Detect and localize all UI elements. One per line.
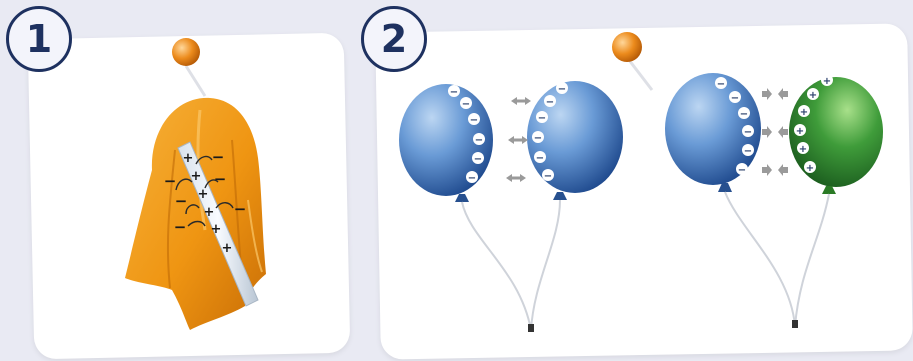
balloon-left-1 <box>399 84 493 202</box>
positive-sign: + <box>191 169 202 184</box>
negative-sign: − <box>546 97 554 108</box>
electron-transfer-arrows <box>175 155 234 227</box>
double-arrow-icon <box>506 97 531 182</box>
glass-rod <box>177 141 259 307</box>
positive-sign: + <box>809 90 817 101</box>
step-number: 2 <box>380 17 408 61</box>
rod-positive-charges: + + + + + + <box>183 151 233 256</box>
positive-sign: + <box>799 144 807 155</box>
positive-sign: + <box>800 107 808 118</box>
negative-sign: − <box>212 148 225 166</box>
negative-sign: − <box>538 113 546 124</box>
step-number: 1 <box>25 17 53 61</box>
negative-sign: − <box>536 153 544 164</box>
positive-sign: + <box>211 222 222 237</box>
negative-sign: − <box>474 154 482 165</box>
negative-sign: − <box>738 165 746 176</box>
negative-sign: − <box>462 99 470 110</box>
string-knot <box>792 320 798 328</box>
pushpin-icon <box>612 32 654 91</box>
step-number-badge-2: 2 <box>361 6 427 72</box>
orange-cloth <box>125 97 266 330</box>
cloth-negative-charges: − − − − − − <box>164 148 247 236</box>
balloon-left-2 <box>527 81 623 200</box>
negative-sign: − <box>534 133 542 144</box>
negative-sign: − <box>717 79 725 90</box>
converging-arrow-icon <box>762 88 788 176</box>
negative-sign: − <box>175 192 188 210</box>
positive-sign: + <box>198 187 209 202</box>
negative-sign: − <box>470 115 478 126</box>
negative-sign: − <box>475 135 483 146</box>
negative-sign: − <box>468 173 476 184</box>
pushpin-icon <box>172 38 207 97</box>
balloon-strings <box>461 191 830 331</box>
positive-sign: + <box>796 126 804 137</box>
negative-sign: − <box>214 170 227 188</box>
negative-sign: − <box>234 200 247 218</box>
balloon-right-green <box>789 77 883 194</box>
negative-charge-badges: − − − − − − − − − − − − − − − − − − <box>448 77 754 184</box>
negative-sign: − <box>731 93 739 104</box>
positive-sign: + <box>183 151 194 166</box>
negative-sign: − <box>450 87 458 98</box>
positive-sign: + <box>823 76 831 87</box>
positive-sign: + <box>806 163 814 174</box>
positive-sign: + <box>222 241 233 256</box>
string-knot <box>528 324 534 332</box>
negative-sign: − <box>744 127 752 138</box>
positive-charge-badges: + + + + + + <box>794 74 833 174</box>
step-number-badge-1: 1 <box>6 6 72 72</box>
negative-sign: − <box>174 218 187 236</box>
negative-sign: − <box>744 146 752 157</box>
negative-sign: − <box>558 84 566 95</box>
positive-sign: + <box>204 205 215 220</box>
negative-sign: − <box>164 172 177 190</box>
negative-sign: − <box>740 109 748 120</box>
negative-sign: − <box>544 171 552 182</box>
